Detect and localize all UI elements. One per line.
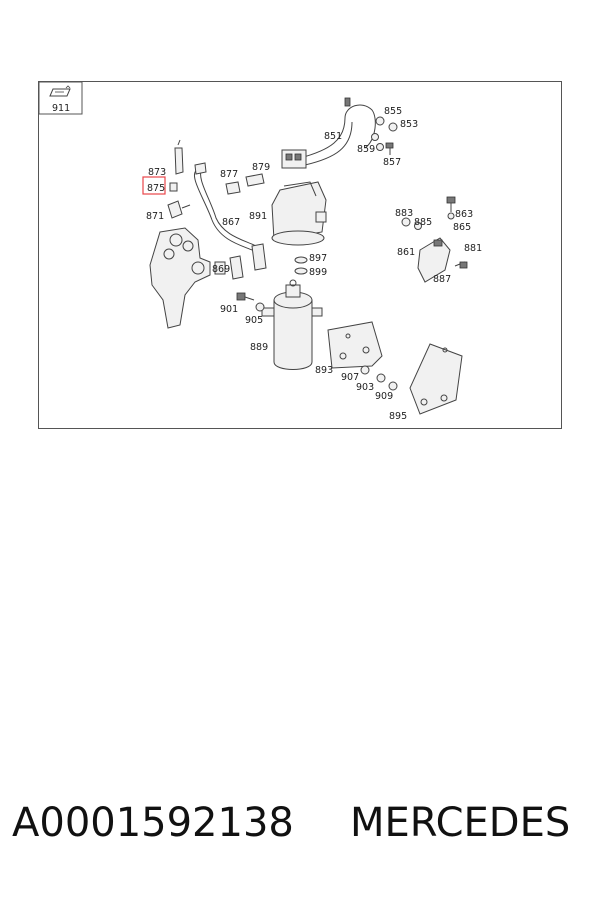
ignition-lead — [194, 162, 267, 280]
callout-label: 901 — [220, 304, 238, 315]
callout-label: 885 — [414, 217, 432, 228]
part-number: A0001592138 — [12, 800, 294, 846]
callout-label: 881 — [464, 243, 482, 254]
callout-label: 857 — [383, 157, 401, 168]
highlight-box — [142, 176, 166, 195]
brand-name: MERCEDES — [350, 800, 571, 846]
diagram-frame — [38, 81, 562, 429]
fasteners-901-905 — [236, 292, 265, 312]
callout-label: 895 — [389, 411, 407, 422]
callout-label: 905 — [245, 315, 263, 326]
callout-label: 883 — [395, 208, 413, 219]
group-number: 911 — [52, 103, 70, 114]
callout-label: 899 — [309, 267, 327, 278]
callout-labels: 855 853 851 859 857 873 877 879 875 871 … — [146, 106, 482, 422]
plug-connectors — [167, 139, 191, 219]
callout-label: 907 — [341, 372, 359, 383]
component-891 — [271, 181, 327, 246]
callout-label: 859 — [357, 144, 375, 155]
callout-label: 889 — [250, 342, 268, 353]
bracket-895 — [409, 343, 463, 415]
callout-label: 863 — [455, 209, 473, 220]
group-index-box: 911 — [38, 81, 83, 115]
callout-label: 869 — [212, 264, 230, 275]
callout-label: 891 — [249, 211, 267, 222]
book-icon — [49, 85, 71, 97]
callout-label: 887 — [433, 274, 451, 285]
callout-label: 853 — [400, 119, 418, 130]
right-cluster — [401, 196, 468, 283]
callout-label: 893 — [315, 365, 333, 376]
harness-851 — [281, 97, 376, 169]
fasteners-907-903-909 — [360, 365, 398, 391]
ignition-coil-889 — [261, 279, 323, 370]
bracket-893 — [327, 321, 383, 369]
callout-label: 871 — [146, 211, 164, 222]
clips — [225, 173, 265, 195]
callout-label: 897 — [309, 253, 327, 264]
callout-label: 909 — [375, 391, 393, 402]
callout-label: 873 — [148, 167, 166, 178]
fasteners-top-right — [371, 116, 398, 155]
callout-label: 851 — [324, 131, 342, 142]
callout-label: 861 — [397, 247, 415, 258]
callout-label: 867 — [222, 217, 240, 228]
callout-label: 877 — [220, 169, 238, 180]
callout-label-highlighted: 875 — [147, 183, 165, 194]
callout-label: 855 — [384, 106, 402, 117]
callout-label: 903 — [356, 382, 374, 393]
distributor — [149, 227, 226, 329]
rings-897-899 — [294, 256, 308, 275]
callout-label: 879 — [252, 162, 270, 173]
callout-label: 865 — [453, 222, 471, 233]
